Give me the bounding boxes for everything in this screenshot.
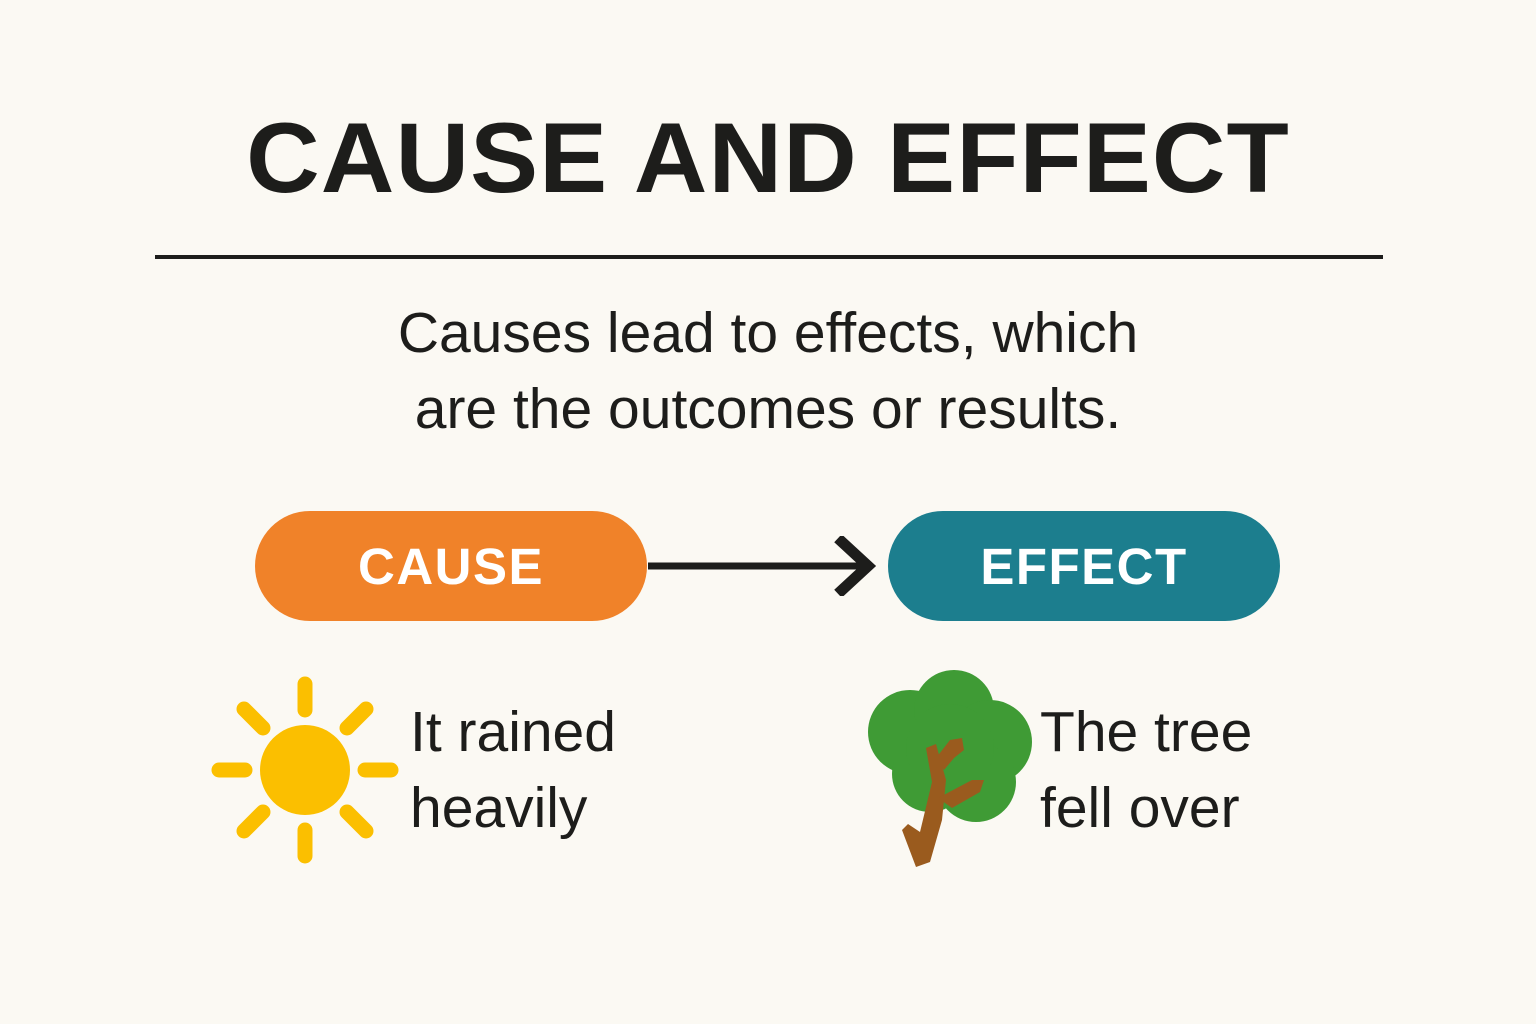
- title-divider: [155, 255, 1383, 259]
- sun-icon-container: [200, 662, 410, 877]
- page-title: CAUSE AND EFFECT: [246, 102, 1290, 213]
- example-cause-line-2: heavily: [410, 775, 588, 840]
- example-cause: It rained heavily: [200, 662, 616, 877]
- sun-icon: [211, 676, 399, 863]
- subtitle-line-1: Causes lead to effects, which: [397, 301, 1139, 365]
- effect-pill-label: EFFECT: [980, 537, 1188, 595]
- arrow-right-icon: [648, 534, 877, 598]
- tree-icon: [867, 670, 1032, 867]
- example-cause-line-1: It rained: [410, 699, 616, 764]
- example-effect: The tree fell over: [855, 662, 1252, 877]
- example-cause-caption: It rained heavily: [410, 694, 616, 846]
- example-effect-caption: The tree fell over: [1040, 694, 1252, 846]
- tree-icon-container: [855, 662, 1040, 877]
- example-effect-line-1: The tree: [1040, 699, 1253, 764]
- flow-arrow: [646, 534, 890, 598]
- example-effect-line-2: fell over: [1040, 775, 1240, 840]
- cause-pill[interactable]: CAUSE: [255, 511, 647, 621]
- subtitle-line-2: are the outcomes or results.: [414, 377, 1122, 441]
- subtitle: Causes lead to effects, which are the ou…: [0, 295, 1536, 447]
- effect-pill[interactable]: EFFECT: [888, 511, 1280, 621]
- cause-pill-label: CAUSE: [357, 537, 545, 595]
